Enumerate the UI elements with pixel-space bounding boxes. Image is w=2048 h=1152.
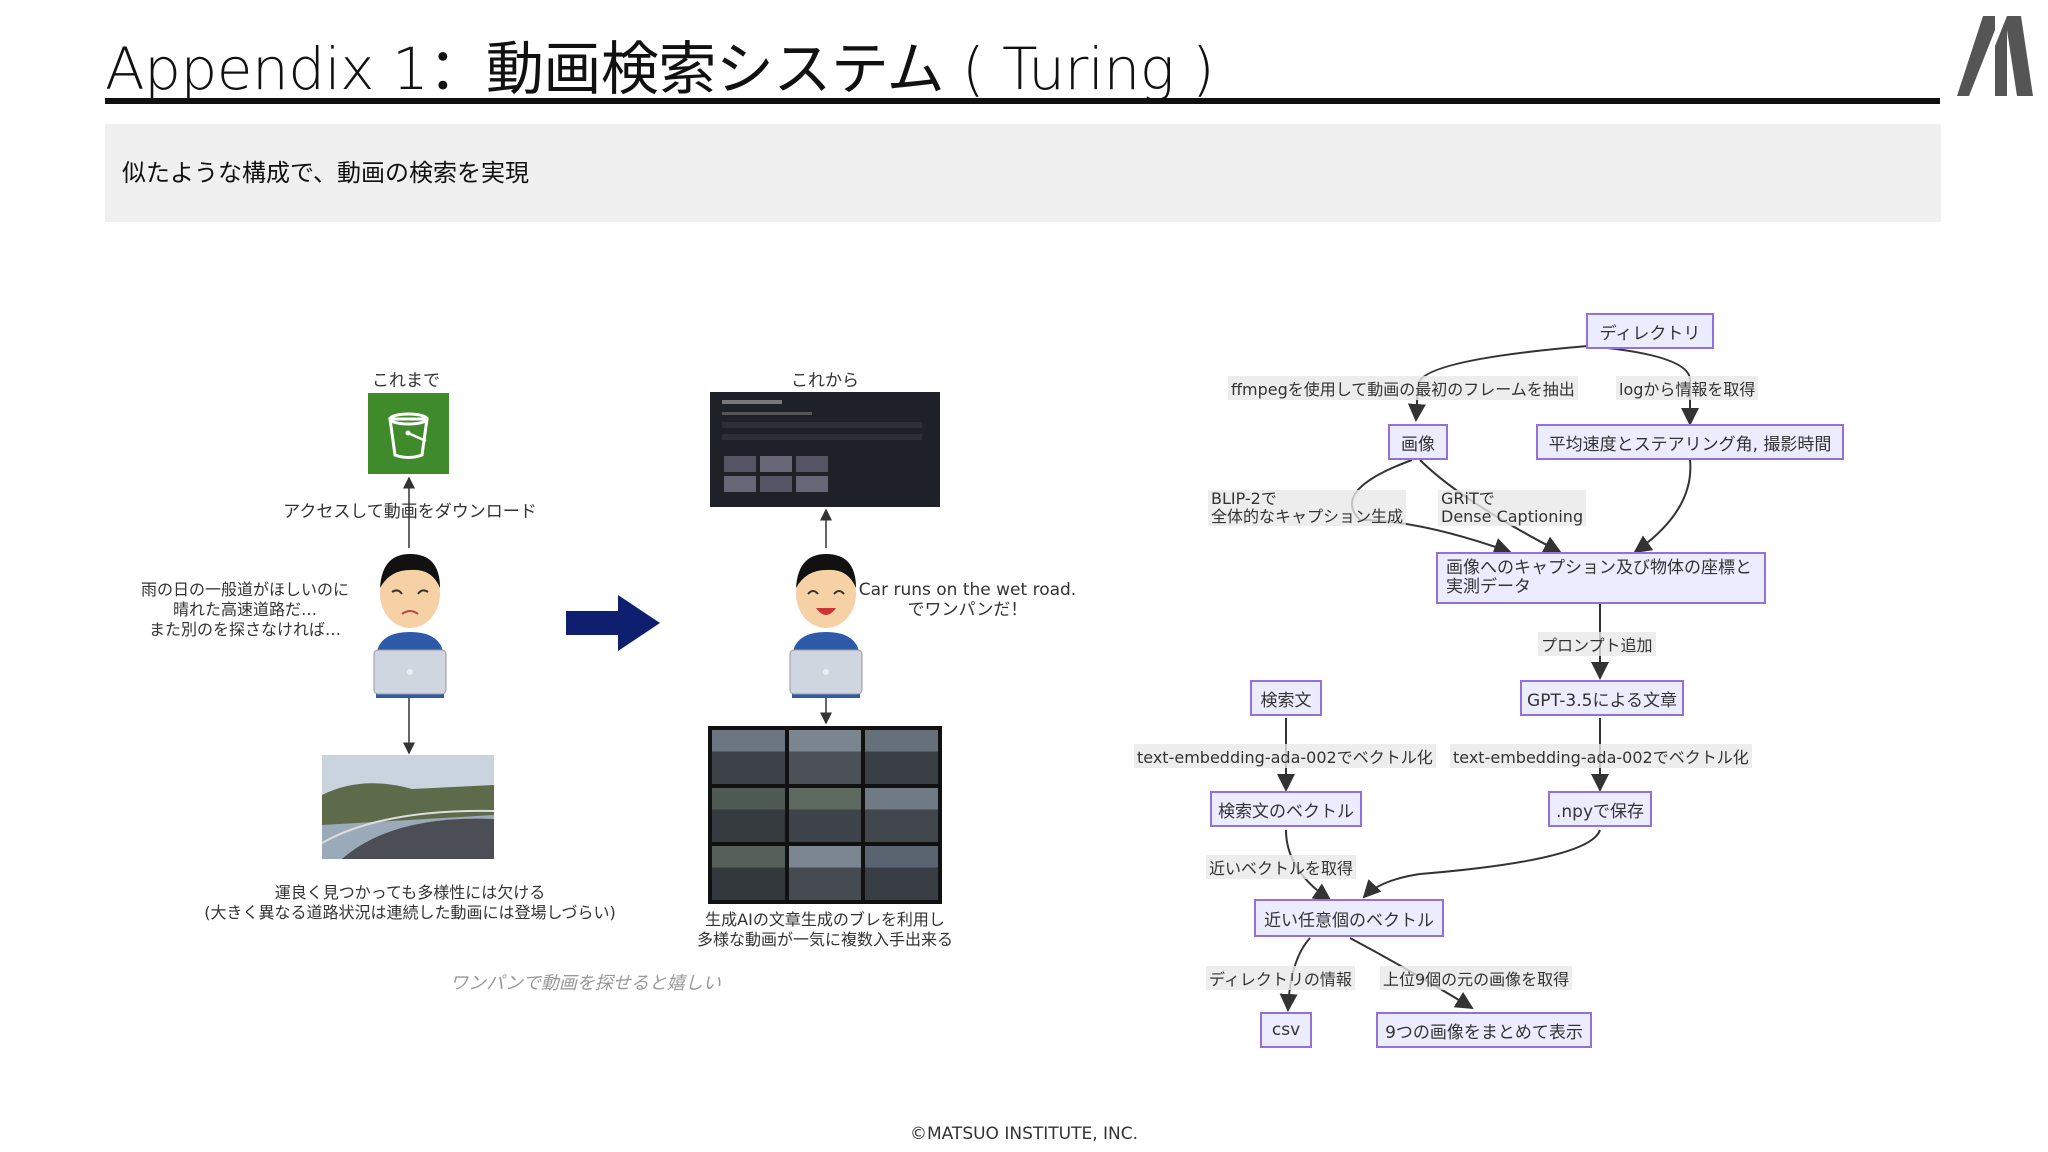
- user-sad-icon: [373, 554, 447, 698]
- after-label: これから: [791, 371, 859, 391]
- node-directory: ディレクトリ: [1586, 313, 1714, 349]
- user-happy-icon: [789, 554, 863, 698]
- subtitle: 似たような構成で、動画の検索を実現: [122, 159, 530, 187]
- node-search-text: 検索文: [1250, 680, 1322, 716]
- node-speed-steering: 平均速度とステアリング角, 撮影時間: [1536, 424, 1844, 460]
- title-underline: [105, 98, 1940, 104]
- node-gpt-text: GPT-3.5による文章: [1520, 680, 1684, 716]
- tagline: ワンパンで動画を探せると嬉しい: [450, 973, 721, 994]
- edge-label-prompt: プロンプト追加: [1538, 632, 1656, 656]
- node-search-vector: 検索文のベクトル: [1210, 791, 1362, 827]
- grid-image: [788, 788, 862, 842]
- edge-label-blip: BLIP-2で全体的なキャプション生成: [1208, 490, 1407, 526]
- grid-image: [788, 846, 862, 900]
- grid-image: [712, 788, 785, 842]
- speech-text: Car runs on the wet road. でワンパンだ！: [858, 580, 1077, 620]
- storage-bucket-icon: [368, 393, 449, 474]
- after-result-text: 生成AIの文章生成のブレを利用し 多様な動画が一気に複数入手出来る: [696, 910, 953, 949]
- grid-image: [712, 846, 785, 900]
- before-result-text: 運良く見つかっても多様性には欠ける (大きく異なる道路状況は連続した動画には登場…: [204, 883, 616, 922]
- edge-label-dir-info: ディレクトリの情報: [1206, 966, 1355, 990]
- node-npy-save: .npyで保存: [1548, 791, 1652, 827]
- right-arrow-icon: [566, 595, 660, 651]
- node-show-nine-images: 9つの画像をまとめて表示: [1376, 1012, 1592, 1048]
- edge-label-ffmpeg: ffmpegを使用して動画の最初のフレームを抽出: [1228, 376, 1578, 400]
- matsuo-logo: [1957, 16, 2033, 96]
- edge-label-top9: 上位9個の元の画像を取得: [1380, 966, 1573, 990]
- before-label: これまで: [372, 371, 440, 391]
- edge-label-embed-left: text-embedding-ada-002でベクトル化: [1134, 744, 1436, 768]
- node-caption-data: 画像へのキャプション及び物体の座標と実測データ: [1436, 552, 1766, 604]
- illustration-connectors: [403, 476, 832, 755]
- footer-copyright: ©MATSUO INSTITUTE, INC.: [909, 1124, 1139, 1144]
- grid-image: [788, 730, 862, 784]
- grid-image: [865, 846, 938, 900]
- road-photo: [322, 755, 494, 859]
- search-app-screenshot: [710, 392, 940, 507]
- edge-label-near-get: 近いベクトルを取得: [1206, 855, 1357, 879]
- node-image: 画像: [1388, 424, 1448, 460]
- grid-image: [865, 788, 938, 842]
- node-csv: csv: [1260, 1012, 1312, 1048]
- download-caption: アクセスして動画をダウンロード: [283, 502, 537, 522]
- node-nearest-vectors: 近い任意個のベクトル: [1254, 899, 1444, 937]
- edge-label-embed-right: text-embedding-ada-002でベクトル化: [1450, 744, 1752, 768]
- thought-text: 雨の日の一般道がほしいのに 晴れた高速道路だ… また別のを探さなければ…: [140, 580, 349, 639]
- subtitle-banner: [105, 124, 1941, 222]
- grid-image: [865, 730, 938, 784]
- grid-image: [712, 730, 785, 784]
- edge-label-log: logから情報を取得: [1616, 376, 1759, 400]
- page-title: Appendix 1：動画検索システム ( Turing ): [105, 35, 1215, 103]
- result-image-grid: [708, 726, 942, 904]
